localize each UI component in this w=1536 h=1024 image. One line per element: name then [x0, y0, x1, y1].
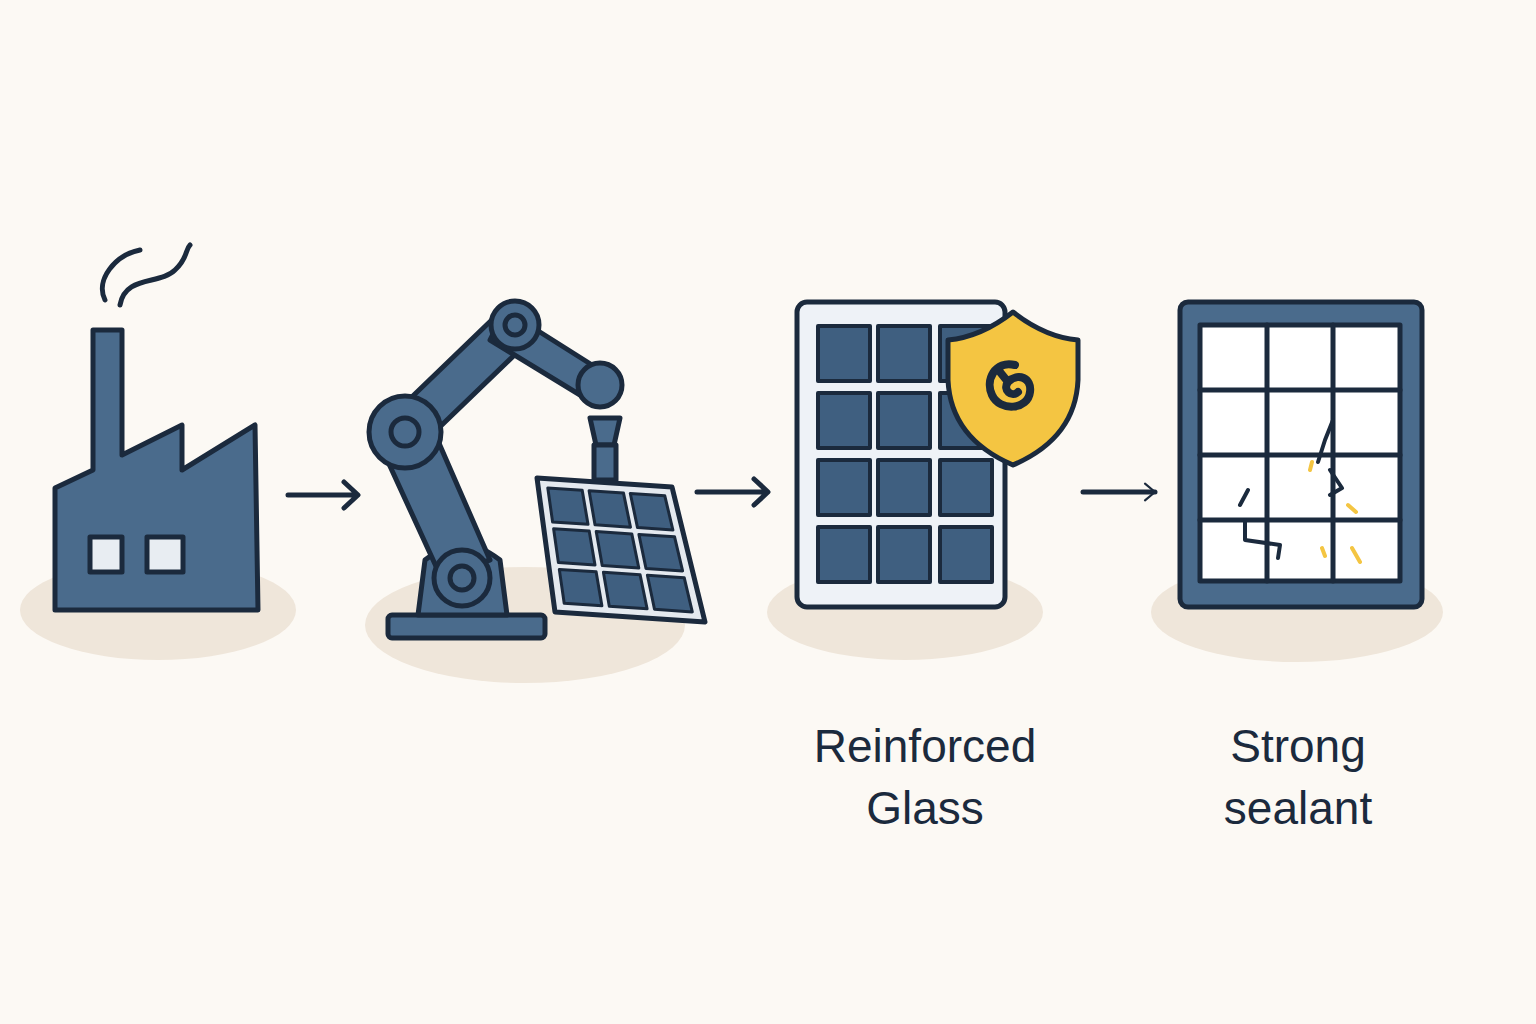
robot-arm-icon [369, 301, 705, 638]
solar-cell [548, 488, 588, 524]
node-label: Strong sealant [1183, 715, 1413, 839]
flow-arrow [288, 479, 768, 508]
solar-cell [554, 529, 595, 565]
solar-cell [647, 575, 692, 612]
hurricane-symbol [990, 364, 1030, 406]
factory-icon [55, 245, 258, 610]
solar-cell [596, 532, 639, 569]
storm-shield [948, 312, 1078, 465]
reinforced-panel-icon [797, 302, 1078, 607]
node-label: Reinforced Glass [790, 715, 1060, 839]
icon-node: Reinforced Glass [770, 295, 1080, 839]
solar-cell [639, 534, 683, 571]
flow-arrow [1083, 490, 1155, 495]
sealed-panel-icon [1180, 302, 1422, 607]
solar-cell [589, 491, 630, 527]
icon-node: Strong sealant [1158, 295, 1438, 839]
solar-cell [559, 569, 602, 605]
solar-cell [630, 494, 673, 531]
solar-cell [603, 572, 647, 609]
